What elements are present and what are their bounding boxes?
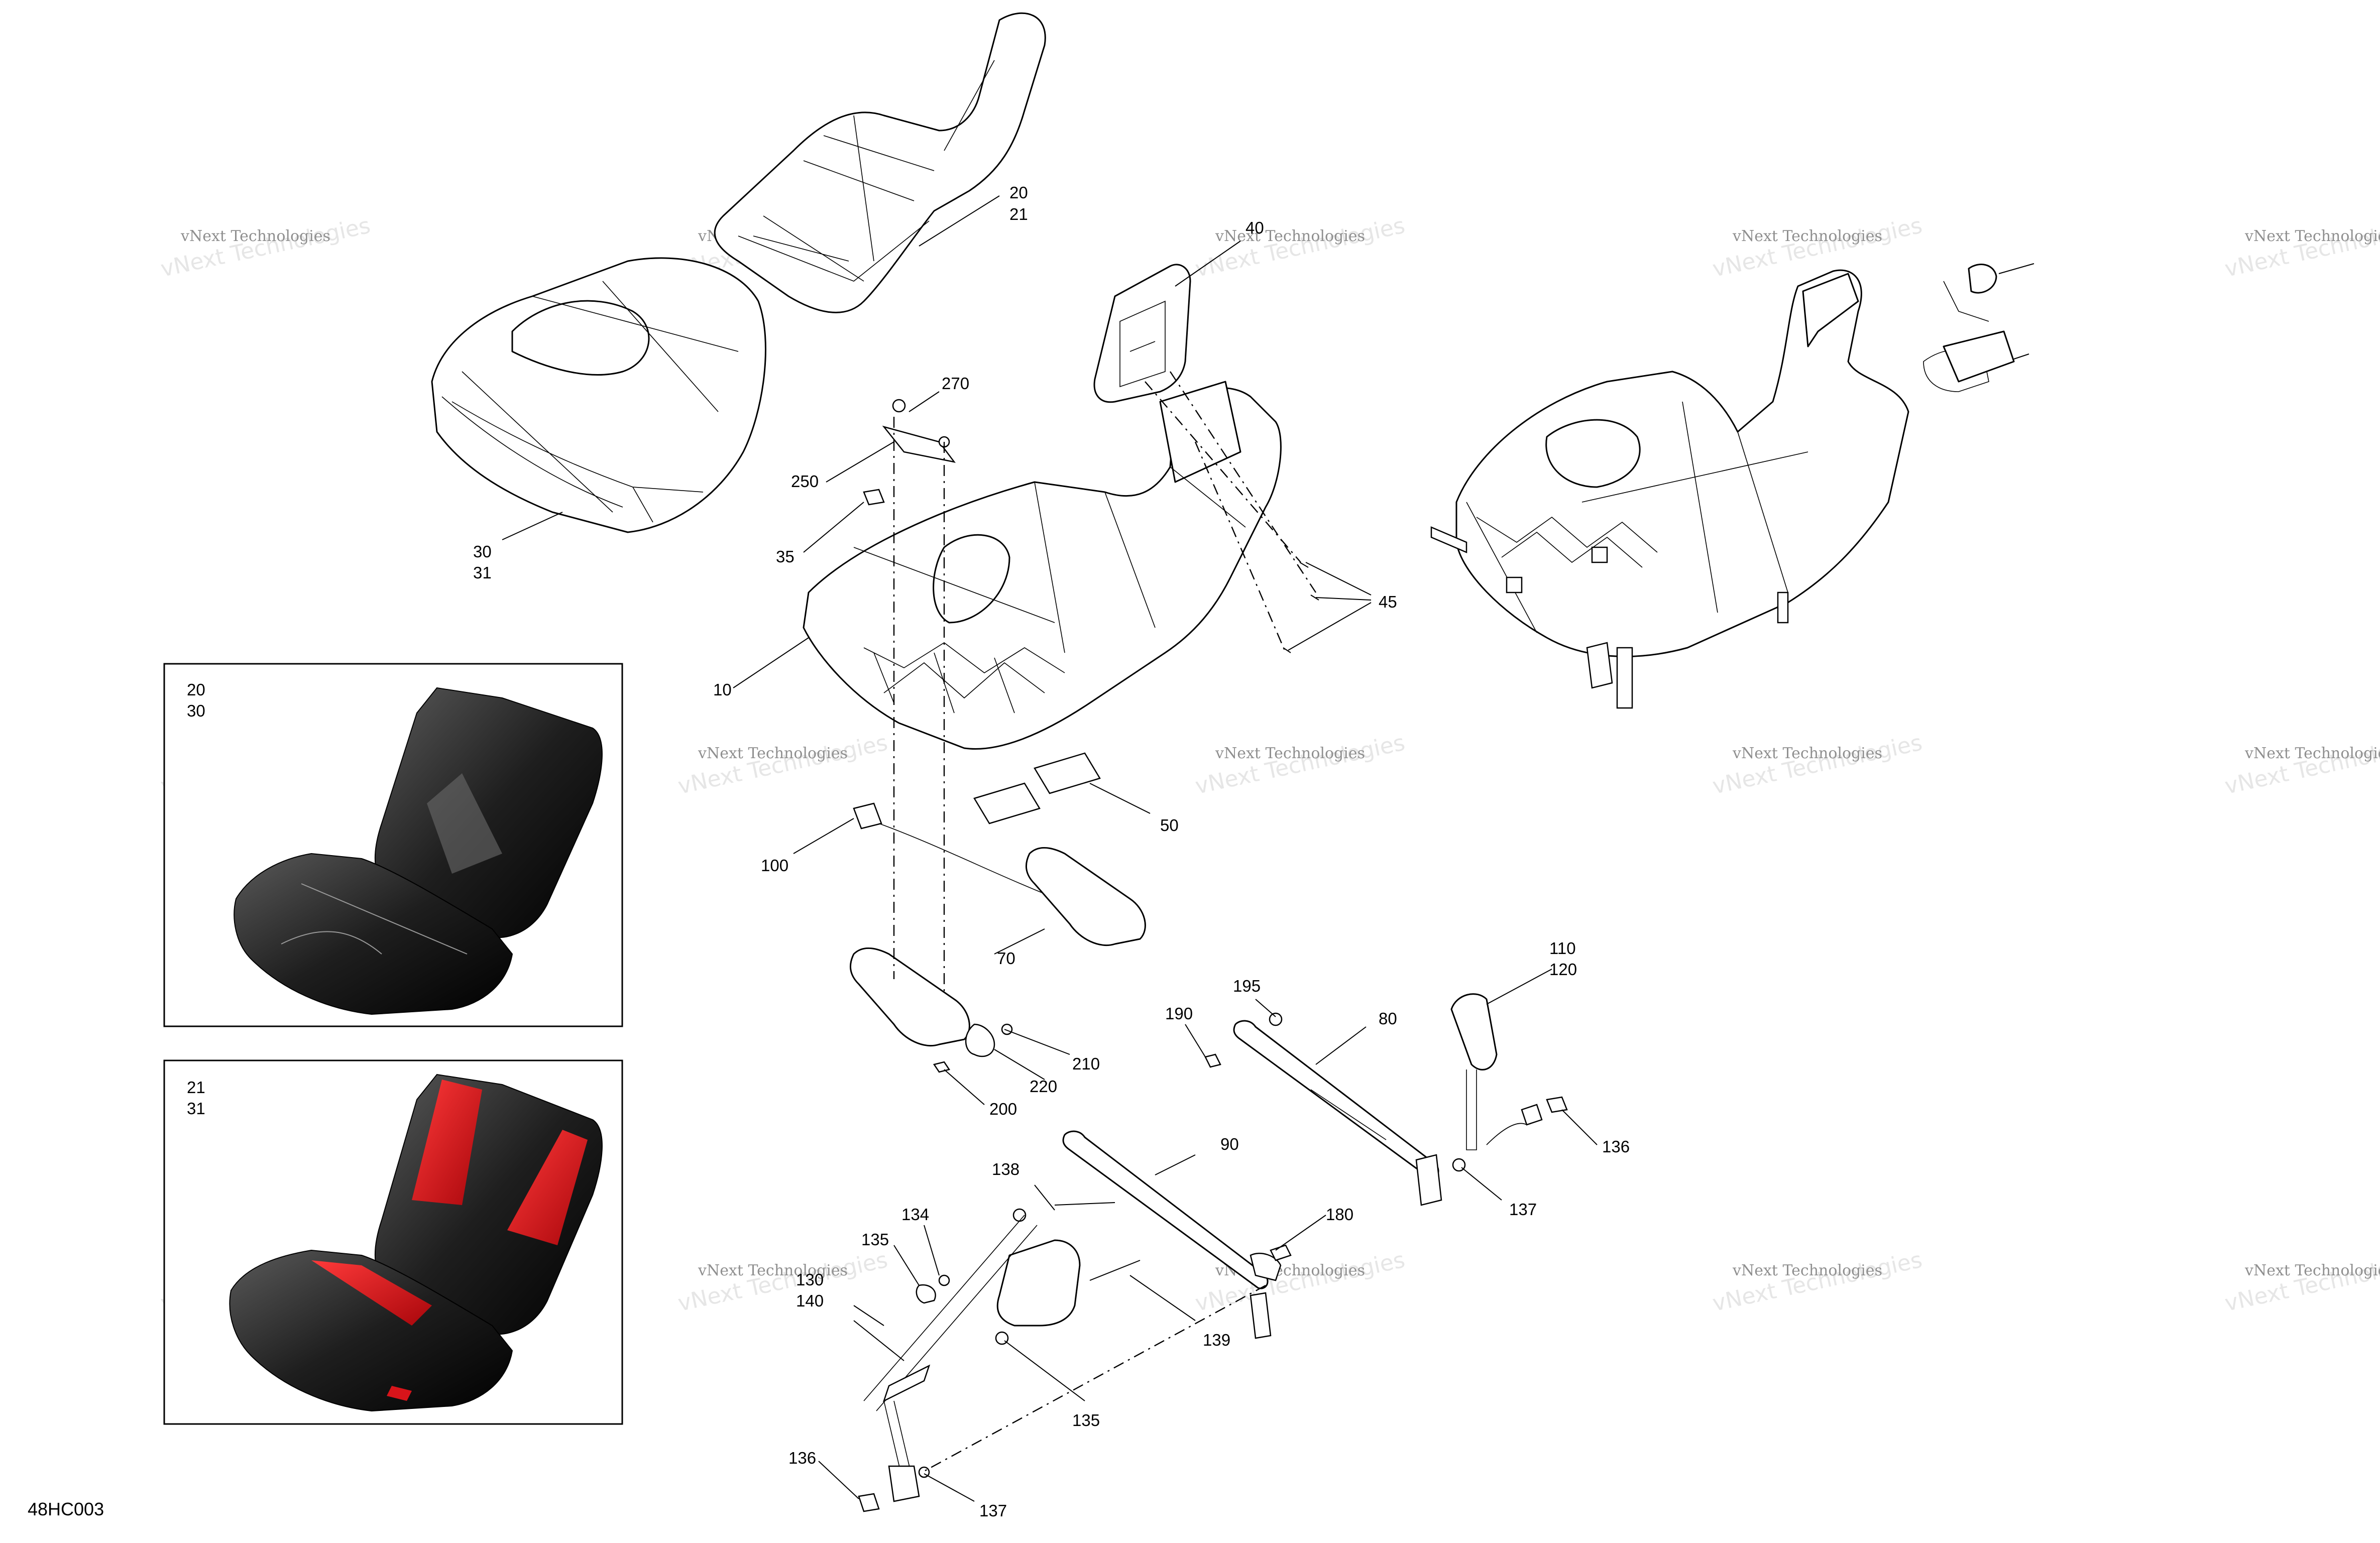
watermark-brand: vNext Technologies	[1710, 1247, 1924, 1317]
callout-120: 120	[1549, 960, 1577, 979]
inset-label: 30	[187, 701, 205, 720]
callout-35: 35	[776, 547, 795, 566]
callout-130: 130	[796, 1270, 824, 1289]
watermark-text: vNext Technologies	[698, 745, 848, 762]
seat-cushion	[431, 257, 766, 533]
watermark: vNext Technologies vNext Technologies	[1193, 730, 1407, 799]
watermark-text: vNext Technologies	[2244, 745, 2380, 762]
watermark: vNext Technologies vNext Technologies	[675, 1247, 889, 1317]
figure-code: 48HC003	[28, 1499, 104, 1519]
watermark-brand: vNext Technologies	[158, 213, 372, 282]
callout-137: 137	[1509, 1200, 1537, 1219]
callout-134: 134	[901, 1205, 929, 1224]
leader-lines	[502, 195, 1598, 1502]
callout-70: 70	[997, 949, 1015, 968]
watermark-text: vNext Technologies	[1215, 227, 1365, 245]
watermark: vNext Technologies vNext Technologies	[1710, 1247, 1924, 1317]
watermark-brand: vNext Technologies	[2222, 730, 2380, 799]
watermark-brand: vNext Technologies	[675, 730, 889, 799]
callout-30: 30	[473, 542, 492, 561]
callout-220: 220	[1030, 1077, 1057, 1096]
callout-20: 20	[1009, 183, 1028, 202]
callout-100: 100	[761, 856, 788, 875]
callout-10: 10	[713, 680, 732, 699]
watermark-brand: vNext Technologies	[1193, 213, 1407, 282]
assembled-seat	[1430, 263, 2034, 709]
callout-40: 40	[1245, 218, 1264, 237]
inset-panel-standard: 20 30	[163, 663, 623, 1027]
callout-136: 136	[788, 1449, 816, 1467]
watermark-brand: vNext Technologies	[1710, 730, 1924, 799]
callout-195: 195	[1233, 977, 1261, 995]
inset-label: 20	[187, 680, 205, 699]
callout-45: 45	[1379, 592, 1397, 611]
callout-138: 138	[992, 1160, 1019, 1178]
watermark: vNext Technologies vNext Technologies	[1710, 213, 1924, 282]
callout-110: 110	[1549, 939, 1576, 958]
watermark: vNext Technologies vNext Technologies	[1193, 213, 1407, 282]
callout-80: 80	[1379, 1009, 1397, 1028]
watermark: vNext Technologies vNext Technologies	[675, 730, 889, 799]
callout-250: 250	[791, 472, 819, 491]
callout-21: 21	[1009, 205, 1028, 223]
callout-31: 31	[473, 563, 492, 582]
callout-139: 139	[1203, 1331, 1230, 1349]
watermark-brand: vNext Technologies	[2222, 213, 2380, 282]
callout-210: 210	[1072, 1054, 1100, 1073]
watermark-text: vNext Technologies	[180, 227, 330, 245]
callout-180: 180	[1326, 1205, 1353, 1224]
watermark-text: vNext Technologies	[698, 1262, 848, 1279]
watermark-text: vNext Technologies	[2244, 1262, 2380, 1279]
watermark: vNext Technologies vNext Technologies	[2222, 1247, 2380, 1317]
hardware-parts	[849, 399, 1568, 1512]
watermark-text: vNext Technologies	[1732, 745, 1882, 762]
callout-200: 200	[989, 1100, 1017, 1118]
callout-190: 190	[1165, 1004, 1193, 1023]
callout-135: 135	[1072, 1411, 1100, 1430]
callout-137: 137	[979, 1501, 1007, 1520]
callout-136: 136	[1602, 1137, 1630, 1156]
watermark: vNext Technologies vNext Technologies	[2222, 730, 2380, 799]
callout-135: 135	[861, 1230, 889, 1249]
inset-panel-red: 21 31	[163, 1059, 623, 1425]
watermark-text: vNext Technologies	[2244, 227, 2380, 245]
callout-50: 50	[1160, 816, 1179, 835]
callouts: 20 21 270 250 30 31 35 40 45 10 50 100 7…	[473, 183, 1630, 1520]
watermark-text: vNext Technologies	[1732, 227, 1882, 245]
seat-shell	[803, 381, 1282, 750]
watermark-text: vNext Technologies	[1215, 745, 1365, 762]
assembly-lines	[893, 371, 1317, 1472]
watermark: vNext Technologies vNext Technologies	[158, 213, 372, 282]
inset-label: 31	[187, 1099, 205, 1118]
callout-270: 270	[942, 374, 969, 393]
watermark-brand: vNext Technologies	[1193, 730, 1407, 799]
watermark-brand: vNext Technologies	[675, 1247, 889, 1317]
headrest-bracket	[1093, 264, 1191, 403]
seat-back-cover	[714, 12, 1046, 313]
callout-140: 140	[796, 1291, 824, 1310]
watermark-brand: vNext Technologies	[2222, 1247, 2380, 1317]
watermark-brand: vNext Technologies	[1710, 213, 1924, 282]
callout-90: 90	[1220, 1135, 1239, 1153]
watermark-text: vNext Technologies	[1732, 1262, 1882, 1279]
inset-label: 21	[187, 1078, 205, 1097]
watermark: vNext Technologies vNext Technologies	[2222, 213, 2380, 282]
watermark: vNext Technologies vNext Technologies	[1710, 730, 1924, 799]
